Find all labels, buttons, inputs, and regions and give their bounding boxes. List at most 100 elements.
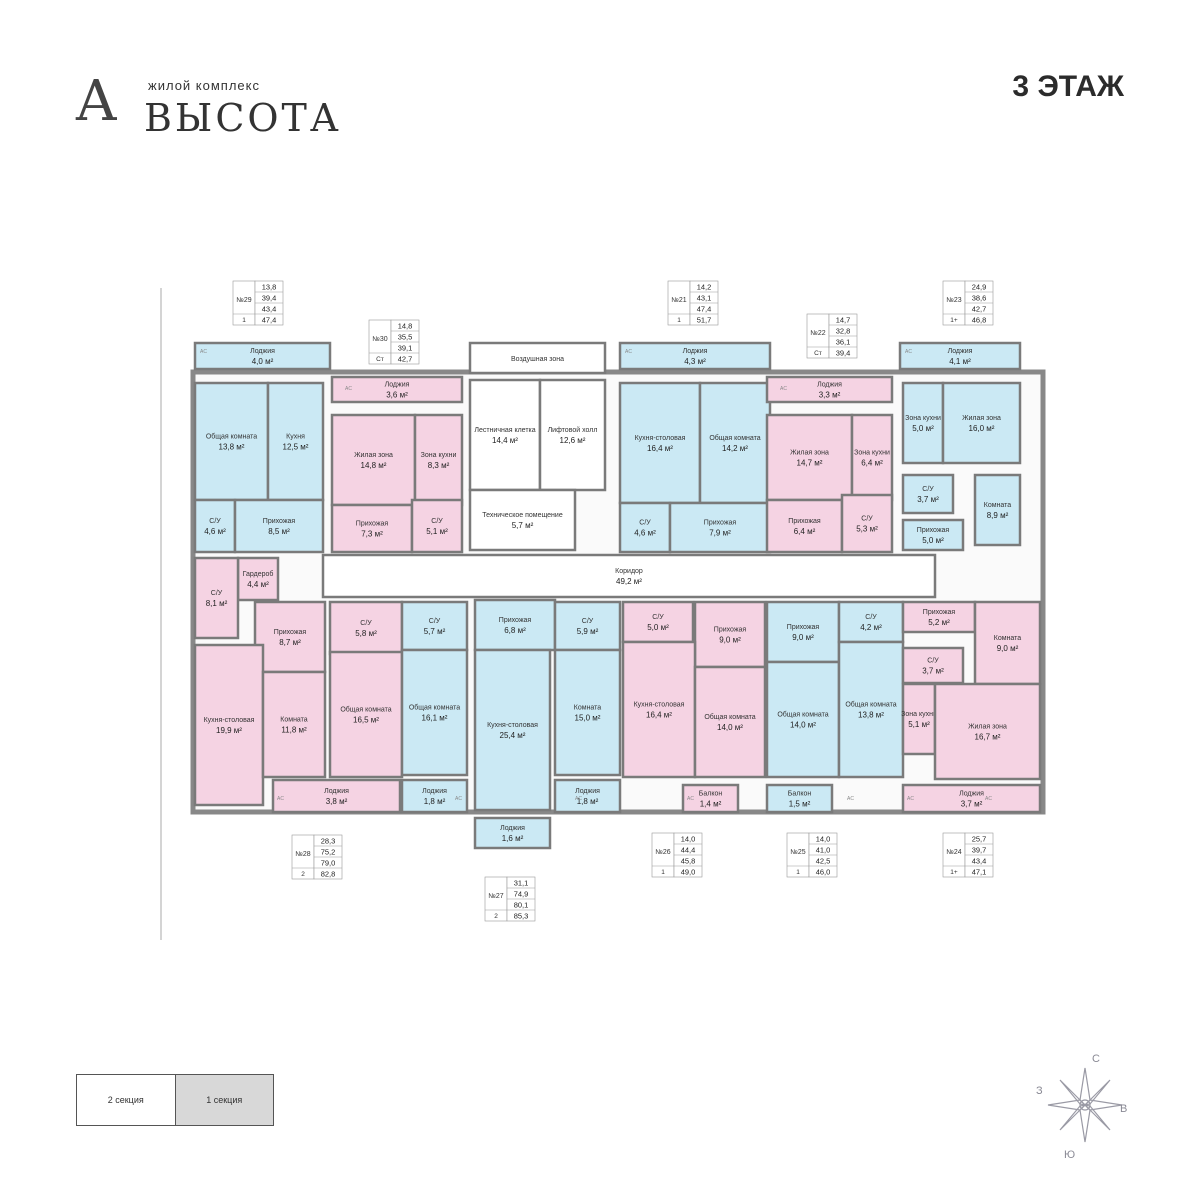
apt-area-value: 39,4: [262, 294, 277, 303]
room-r49[interactable]: С/У5,0 м²: [621, 600, 695, 644]
room-shape: [933, 682, 1042, 781]
room-r16[interactable]: Лоджия 4,3 м²: [618, 341, 772, 371]
room-area: 4,3 м²: [684, 357, 706, 366]
room-name: Кухня-столовая: [204, 717, 255, 724]
apt-area-value: 46,0: [816, 868, 831, 877]
room-area: 3,3 м²: [819, 391, 841, 400]
apt-area-value: 39,4: [836, 349, 851, 358]
room-name: Прихожая: [917, 527, 950, 534]
room-shape: [261, 670, 327, 779]
room-r4[interactable]: С/У4,6 м²: [193, 498, 237, 554]
apt-rooms: 1: [677, 317, 681, 324]
room-shape: [618, 501, 672, 554]
room-r11[interactable]: Воздушная зона: [468, 341, 607, 375]
room-shape: [765, 498, 844, 554]
room-name: Жилая зона: [962, 415, 1001, 422]
tab-section-1[interactable]: 1 секция: [174, 1075, 273, 1125]
room-name: Лоджия: [250, 348, 275, 355]
room-name: Лоджия: [385, 382, 410, 389]
room-name: С/У: [927, 658, 939, 665]
room-r25[interactable]: С/У5,3 м²: [840, 493, 894, 554]
room-r10[interactable]: С/У5,1 м²: [410, 498, 464, 554]
room-r61[interactable]: С/У3,7 м²: [901, 646, 965, 685]
room-shape: [328, 650, 404, 779]
room-shape: [473, 648, 552, 812]
room-shape: [553, 648, 622, 777]
room-r29[interactable]: С/У3,7 м²: [901, 473, 955, 515]
room-r46[interactable]: С/У5,9 м²: [553, 600, 622, 652]
tab-section-2[interactable]: 2 секция: [107, 1095, 144, 1105]
room-r19[interactable]: С/У4,6 м²: [618, 501, 672, 554]
room-r33[interactable]: С/У8,1 м²: [193, 556, 240, 640]
room-r37[interactable]: С/У5,8 м²: [328, 600, 404, 656]
apt-area-value: 74,9: [514, 890, 529, 899]
room-r40[interactable]: С/У5,7 м²: [400, 600, 469, 652]
room-area: 5,3 м²: [856, 525, 878, 534]
room-shape: [193, 498, 237, 554]
room-name: Лоджия: [683, 348, 708, 355]
room-area: 4,6 м²: [634, 529, 656, 538]
room-r55[interactable]: С/У4,2 м²: [837, 600, 905, 644]
